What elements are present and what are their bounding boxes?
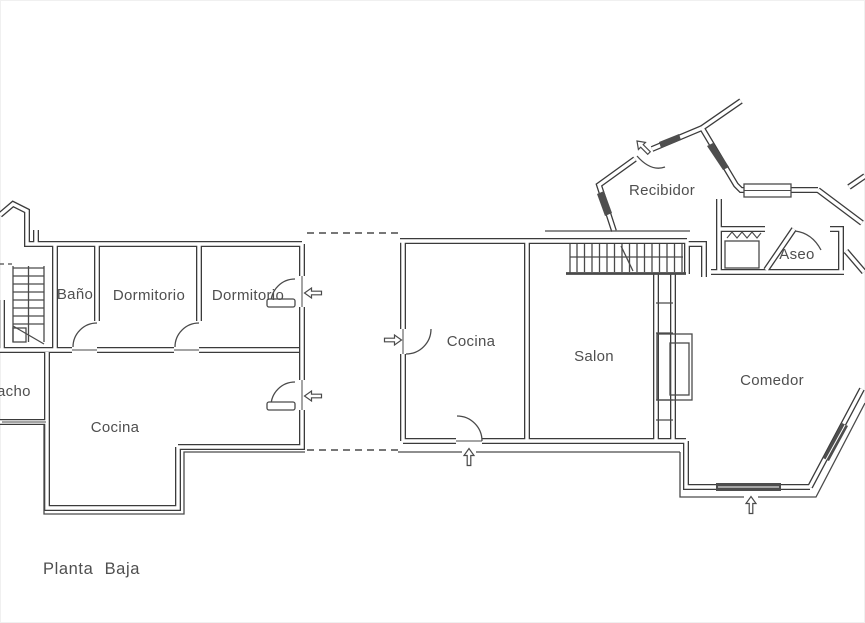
room-label-recibidor: Recibidor <box>629 182 695 199</box>
closet-zigzag <box>726 231 762 239</box>
outline-left-building <box>43 425 305 515</box>
wall-aseo-right <box>830 227 843 272</box>
wall-left-right-3 <box>178 410 304 449</box>
room-label-bano: Baño <box>57 286 93 303</box>
wall-aseo-divider <box>764 228 796 271</box>
room-label-dormitorio-2: Dormitorio <box>212 287 284 304</box>
room-label-salon: Salon <box>574 348 614 365</box>
closet-inner <box>724 240 760 269</box>
wall-corridor-west <box>687 242 706 277</box>
staircase-left <box>12 266 45 345</box>
arrow-right-icon <box>383 333 403 347</box>
dormitorio2-door-leaf <box>266 298 296 308</box>
room-label-aseo: Aseo <box>779 246 814 263</box>
room-label-despacho: acho <box>0 383 31 400</box>
entry-arrows-layer <box>303 140 758 515</box>
cocina-mid-south-door-arc <box>456 415 483 442</box>
recibidor-east-window <box>707 143 729 170</box>
window-mullions <box>718 424 846 488</box>
wall-comedor-south <box>684 441 810 489</box>
wall-ne-diagonal <box>816 188 864 225</box>
arrow-up-icon <box>462 447 476 467</box>
cocina-mid-west-door-arc <box>405 328 432 355</box>
door-sills <box>72 276 482 442</box>
wall-porch-stub <box>848 174 865 189</box>
bano-door-arc <box>72 322 98 348</box>
detail-lines-layer <box>0 155 865 515</box>
room-label-comedor: Comedor <box>740 372 804 389</box>
aseo-door-arc <box>794 230 822 251</box>
arrow-up-icon <box>744 495 758 515</box>
door-arcs <box>72 155 822 442</box>
outline-comedor-b <box>758 402 865 498</box>
fireplace <box>656 302 693 421</box>
wall-recibidor-left <box>596 157 636 232</box>
plan-title: Planta Baja <box>43 560 140 578</box>
cocina-left-door-leaf <box>266 401 296 411</box>
arrow-left-icon <box>303 286 323 300</box>
wall-left-top <box>0 200 302 247</box>
recibidor-door-arc <box>636 155 666 169</box>
wall-left-step <box>45 352 180 510</box>
room-labels-layer: Baño Dormitorio Dormitorio acho Cocina C… <box>0 182 814 578</box>
dormitorio1-door-arc <box>174 322 200 348</box>
room-label-dormitorio-1: Dormitorio <box>113 287 185 304</box>
wall-left-top <box>0 201 302 246</box>
wall-porch-upper <box>701 99 742 130</box>
wall-left-right-3 <box>178 410 305 450</box>
arrow-down-left-icon <box>636 140 652 156</box>
walls-core-layer <box>0 99 865 510</box>
outline-comedor-a <box>679 452 744 498</box>
room-label-cocina-middle: Cocina <box>447 333 496 350</box>
walls-layer <box>0 98 865 511</box>
wall-ne-triangle <box>844 249 865 274</box>
recibidor-top-window <box>659 134 681 148</box>
staircase-salon <box>566 244 686 275</box>
arrow-left-icon <box>303 389 323 403</box>
recibidor-west-window <box>597 191 612 216</box>
wall-comedor-south <box>683 441 810 490</box>
room-label-cocina-left: Cocina <box>91 419 140 436</box>
